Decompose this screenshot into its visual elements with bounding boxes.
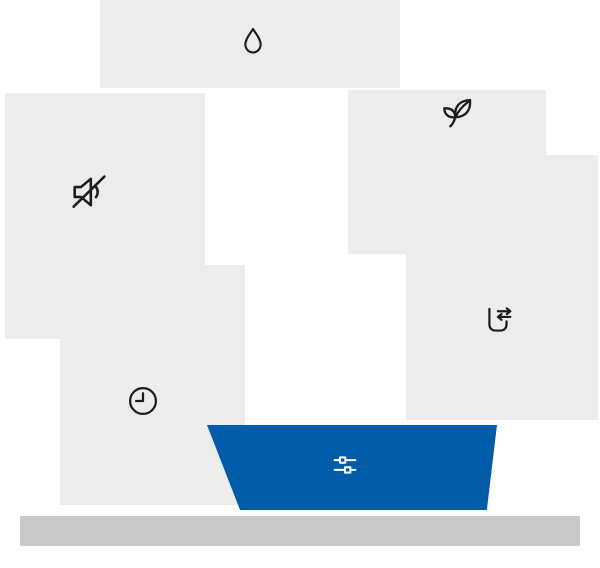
settings-funnel-button[interactable] — [207, 425, 497, 510]
tile-pipe-swap[interactable] — [406, 155, 598, 420]
tile-droplet[interactable] — [100, 0, 400, 88]
clock-icon — [125, 383, 161, 419]
droplet-icon — [236, 20, 270, 64]
pipe-swap-icon — [478, 303, 516, 341]
leaf-icon — [437, 93, 477, 133]
tile-clock[interactable] — [60, 265, 245, 505]
bottom-bar — [20, 516, 580, 546]
sliders-icon — [329, 449, 361, 481]
speaker-mute-icon — [67, 170, 111, 214]
